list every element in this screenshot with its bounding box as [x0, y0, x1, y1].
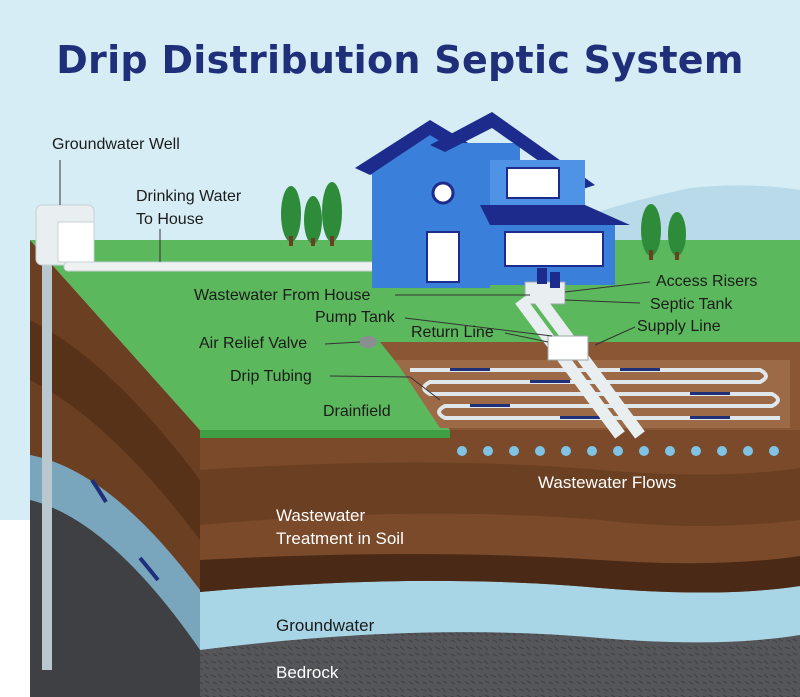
label-drainfield: Drainfield	[323, 403, 391, 420]
water-drops	[457, 446, 779, 456]
label-drinking-water-2: To House	[136, 211, 204, 228]
label-access-risers: Access Risers	[656, 273, 758, 290]
trees-left	[281, 182, 342, 246]
label-groundwater-well: Groundwater Well	[52, 136, 180, 153]
flow-arrows	[450, 368, 730, 419]
drinking-water-pipe	[63, 261, 381, 272]
gw-arrow-1	[90, 478, 108, 504]
well-pump	[57, 221, 95, 263]
side-face-band	[30, 320, 200, 540]
label-return-line: Return Line	[411, 324, 494, 341]
label-treatment-2: Treatment in Soil	[276, 529, 404, 548]
side-groundwater	[30, 455, 200, 650]
well-casing	[42, 260, 52, 670]
leader-lines	[59, 160, 651, 401]
label-treatment-1: Wastewater	[276, 506, 366, 525]
label-pump-tank: Pump Tank	[315, 309, 395, 326]
label-wastewater-from-house: Wastewater From House	[194, 287, 371, 304]
label-bedrock: Bedrock	[276, 663, 339, 682]
label-groundwater: Groundwater	[276, 616, 375, 635]
label-drinking-water-1: Drinking Water	[136, 188, 242, 205]
soil-front-band	[200, 462, 800, 526]
label-septic-tank: Septic Tank	[650, 296, 733, 313]
house	[355, 112, 630, 288]
trees-right	[641, 204, 686, 260]
soil-bottom-dark	[200, 554, 800, 593]
septic-tank-assembly	[515, 268, 645, 439]
drip-tubing-loops	[410, 368, 780, 420]
grass-left-edge	[200, 430, 450, 438]
side-bedrock	[30, 500, 200, 697]
label-supply-line: Supply Line	[637, 318, 721, 335]
gw-arrow-2	[138, 556, 160, 582]
grass-left	[30, 240, 450, 430]
page-title: Drip Distribution Septic System	[56, 38, 744, 82]
label-wastewater-flows: Wastewater Flows	[538, 473, 677, 492]
groundwater-layer	[200, 579, 800, 650]
bedrock-layer	[200, 625, 800, 697]
air-relief-valve	[359, 336, 377, 348]
label-air-relief-valve: Air Relief Valve	[199, 335, 308, 352]
label-drip-tubing: Drip Tubing	[230, 368, 312, 385]
